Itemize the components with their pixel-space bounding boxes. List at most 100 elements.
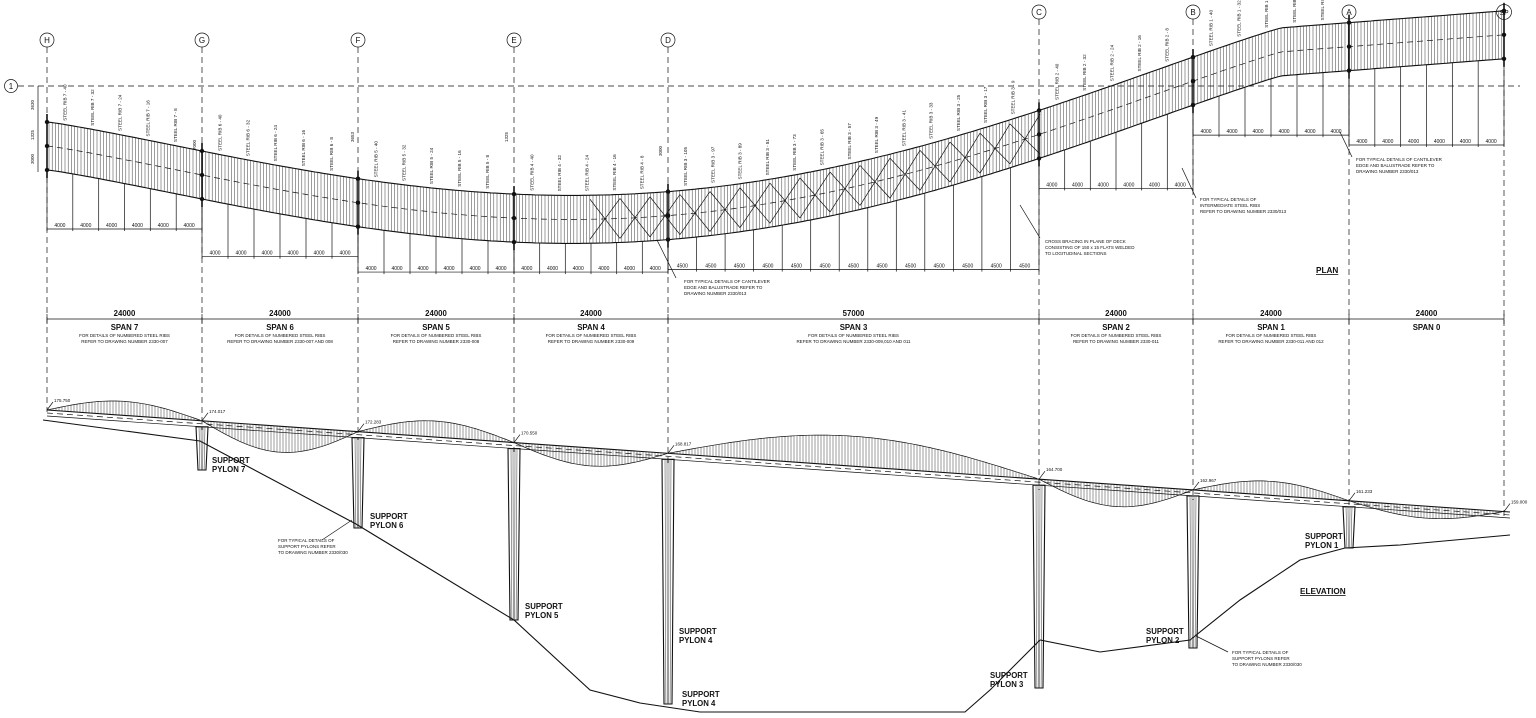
level-label: 161.233	[1356, 489, 1373, 494]
bracing-line	[709, 187, 741, 232]
plan-support-node	[199, 148, 205, 154]
svg-text:PYLON 7: PYLON 7	[212, 465, 245, 474]
span-note: FOR DETAILS OF NUMBERED STEEL RIBS	[808, 333, 899, 338]
span-note: REFER TO DRAWING NUMBER 2330-011 AND 012	[1218, 339, 1324, 344]
elevation-arch	[513, 442, 668, 467]
svg-text:SUPPORT: SUPPORT	[212, 456, 250, 465]
seg-dim-label: 4500	[791, 264, 802, 270]
rib-label: STEEL RIB 7 - 40	[62, 84, 67, 121]
span-note: FOR DETAILS OF NUMBERED STEEL RIBS	[546, 333, 637, 338]
plan-dim-3: 3000	[30, 153, 35, 164]
svg-text:TO LOGITUDINAL SECTIONS: TO LOGITUDINAL SECTIONS	[1045, 251, 1107, 256]
support-pylon	[351, 437, 365, 529]
plan-support-node	[1346, 44, 1352, 49]
segment-dimensions: 4000 4000 4000 4000 4000 4000 4000 4000 4000 4000…	[46, 58, 1505, 275]
bracing-line	[829, 165, 861, 213]
support-pylon	[507, 448, 521, 621]
seg-dim-label: 4000	[1175, 182, 1186, 188]
seg-dim-label: 4000	[521, 266, 532, 272]
svg-text:FOR TYPICAL DETAILS OF CANTILE: FOR TYPICAL DETAILS OF CANTILEVER	[684, 279, 771, 284]
rib-label: STEEL RIB 1 - 16	[1292, 0, 1297, 23]
rib-label: STEEL RIB 7 - 24	[118, 94, 123, 131]
span-length: 24000	[1416, 309, 1438, 318]
seg-dim-label: 4000	[1149, 182, 1160, 188]
rib-label: STEEL RIB 4 - 16	[612, 154, 617, 191]
span-name: SPAN 2	[1102, 323, 1130, 332]
seg-dim-label: 4000	[443, 266, 454, 272]
level-leader	[1348, 492, 1356, 501]
rib-label: STEEL RIB 6 - 8	[329, 137, 334, 171]
plan-dim-6: 1325	[504, 131, 509, 142]
svg-text:PYLON 2: PYLON 2	[1146, 636, 1180, 645]
svg-text:SUPPORT PYLONS REFER: SUPPORT PYLONS REFER	[278, 544, 336, 549]
span-length: 24000	[425, 309, 447, 318]
plan-support-node	[44, 143, 50, 149]
pylon-note-right: FOR TYPICAL DETAILS OF SUPPORT PYLONS RE…	[1195, 635, 1302, 667]
rib-label: STEEL RIB 5 - 8	[485, 154, 490, 188]
rib-label: STEEL RIB 4 - 8	[639, 155, 644, 189]
rib-label: STEEL RIB 3 - 57	[847, 123, 852, 160]
support-pylon	[661, 458, 675, 705]
bracing-line	[949, 132, 981, 183]
ground-profile	[42, 419, 1511, 713]
pylon-label-4: SUPPORT PYLON 4	[679, 627, 717, 645]
svg-text:EDGE AND BALUSTRADE REFER TO: EDGE AND BALUSTRADE REFER TO	[1356, 163, 1435, 168]
seg-dim-label: 4000	[1278, 129, 1289, 135]
seg-dim-label: 4000	[624, 266, 635, 272]
level-label: 174.017	[209, 409, 226, 414]
grid-line-f: F	[350, 32, 366, 440]
seg-dim-label: 4000	[1072, 182, 1083, 188]
seg-dim-label: 4500	[876, 264, 887, 270]
level-leader	[667, 445, 675, 454]
seg-dim-label: 4000	[261, 251, 272, 257]
rib-label: STEEL RIB 1 - 8	[1320, 0, 1325, 21]
rib-label: STEEL RIB 7 - 8	[173, 108, 178, 142]
plan-support-node	[1190, 78, 1196, 84]
seg-dim-label: 4500	[677, 264, 688, 270]
bracing-line	[799, 171, 831, 219]
rib-label: STEEL RIB 2 - 40	[1054, 63, 1059, 100]
support-pylon	[1342, 506, 1356, 549]
seg-dim-label: 4000	[1226, 129, 1237, 135]
rib-label: STEEL RIB 3 - 25	[956, 94, 961, 131]
rib-label: STEEL RIB 3 - 9	[1010, 80, 1015, 114]
row-marker: 1	[4, 79, 1520, 93]
pylon-label-2: SUPPORT PYLON 2	[1146, 627, 1184, 645]
svg-text:SUPPORT PYLONS REFER: SUPPORT PYLONS REFER	[1232, 656, 1290, 661]
seg-dim-label: 4000	[1356, 139, 1367, 145]
level-label: 164.700	[1046, 467, 1063, 472]
rib-label: STEEL RIB 2 - 16	[1137, 35, 1142, 72]
plan-support-node	[1501, 8, 1507, 13]
rib-label: STEEL RIB 2 - 8	[1164, 28, 1169, 62]
span-name: SPAN 0	[1413, 323, 1441, 332]
svg-text:PYLON 1: PYLON 1	[1305, 541, 1339, 550]
svg-text:TO DRAWING NUMBER 2330/030: TO DRAWING NUMBER 2330/030	[1232, 662, 1302, 667]
plan-support-node	[1501, 32, 1507, 37]
span-note: REFER TO DRAWING NUMBER 2330-009	[548, 339, 635, 344]
plan-support-node	[1190, 54, 1196, 60]
rib-label: STEEL RIB 4 - 24	[584, 155, 589, 192]
span-length: 24000	[114, 309, 136, 318]
plan-support-node	[665, 189, 671, 194]
rib-label: STEEL RIB 2 - 24	[1109, 44, 1114, 81]
plan-support-node	[511, 215, 517, 221]
svg-text:DRAWING NUMBER 2330/013: DRAWING NUMBER 2330/013	[684, 291, 747, 296]
plan-dim-5: 3653	[350, 131, 355, 142]
seg-dim-label: 4000	[54, 223, 65, 229]
elevation-arch	[46, 400, 201, 421]
svg-text:FOR TYPICAL DETAILS OF: FOR TYPICAL DETAILS OF	[1232, 650, 1289, 655]
rib-label: STEEL RIB 3 - 17	[983, 86, 988, 123]
plan-support-node	[1036, 108, 1042, 113]
seg-dim-label: 4000	[1098, 182, 1109, 188]
seg-dim-label: 4500	[705, 264, 716, 270]
span-length: 24000	[1260, 309, 1282, 318]
rib-label: STEEL RIB 3 - 73	[792, 134, 797, 171]
pylon-note-left: FOR TYPICAL DETAILS OF SUPPORT PYLONS RE…	[278, 519, 353, 555]
svg-text:FOR TYPICAL DETAILS OF CANTILE: FOR TYPICAL DETAILS OF CANTILEVER	[1356, 157, 1443, 162]
bracing-line	[769, 177, 801, 224]
svg-text:PYLON 4: PYLON 4	[682, 699, 716, 708]
seg-dim-label: 4000	[287, 251, 298, 257]
seg-dim-label: 4500	[962, 264, 973, 270]
rib-label: STEEL RIB 3 - 65	[820, 129, 825, 166]
